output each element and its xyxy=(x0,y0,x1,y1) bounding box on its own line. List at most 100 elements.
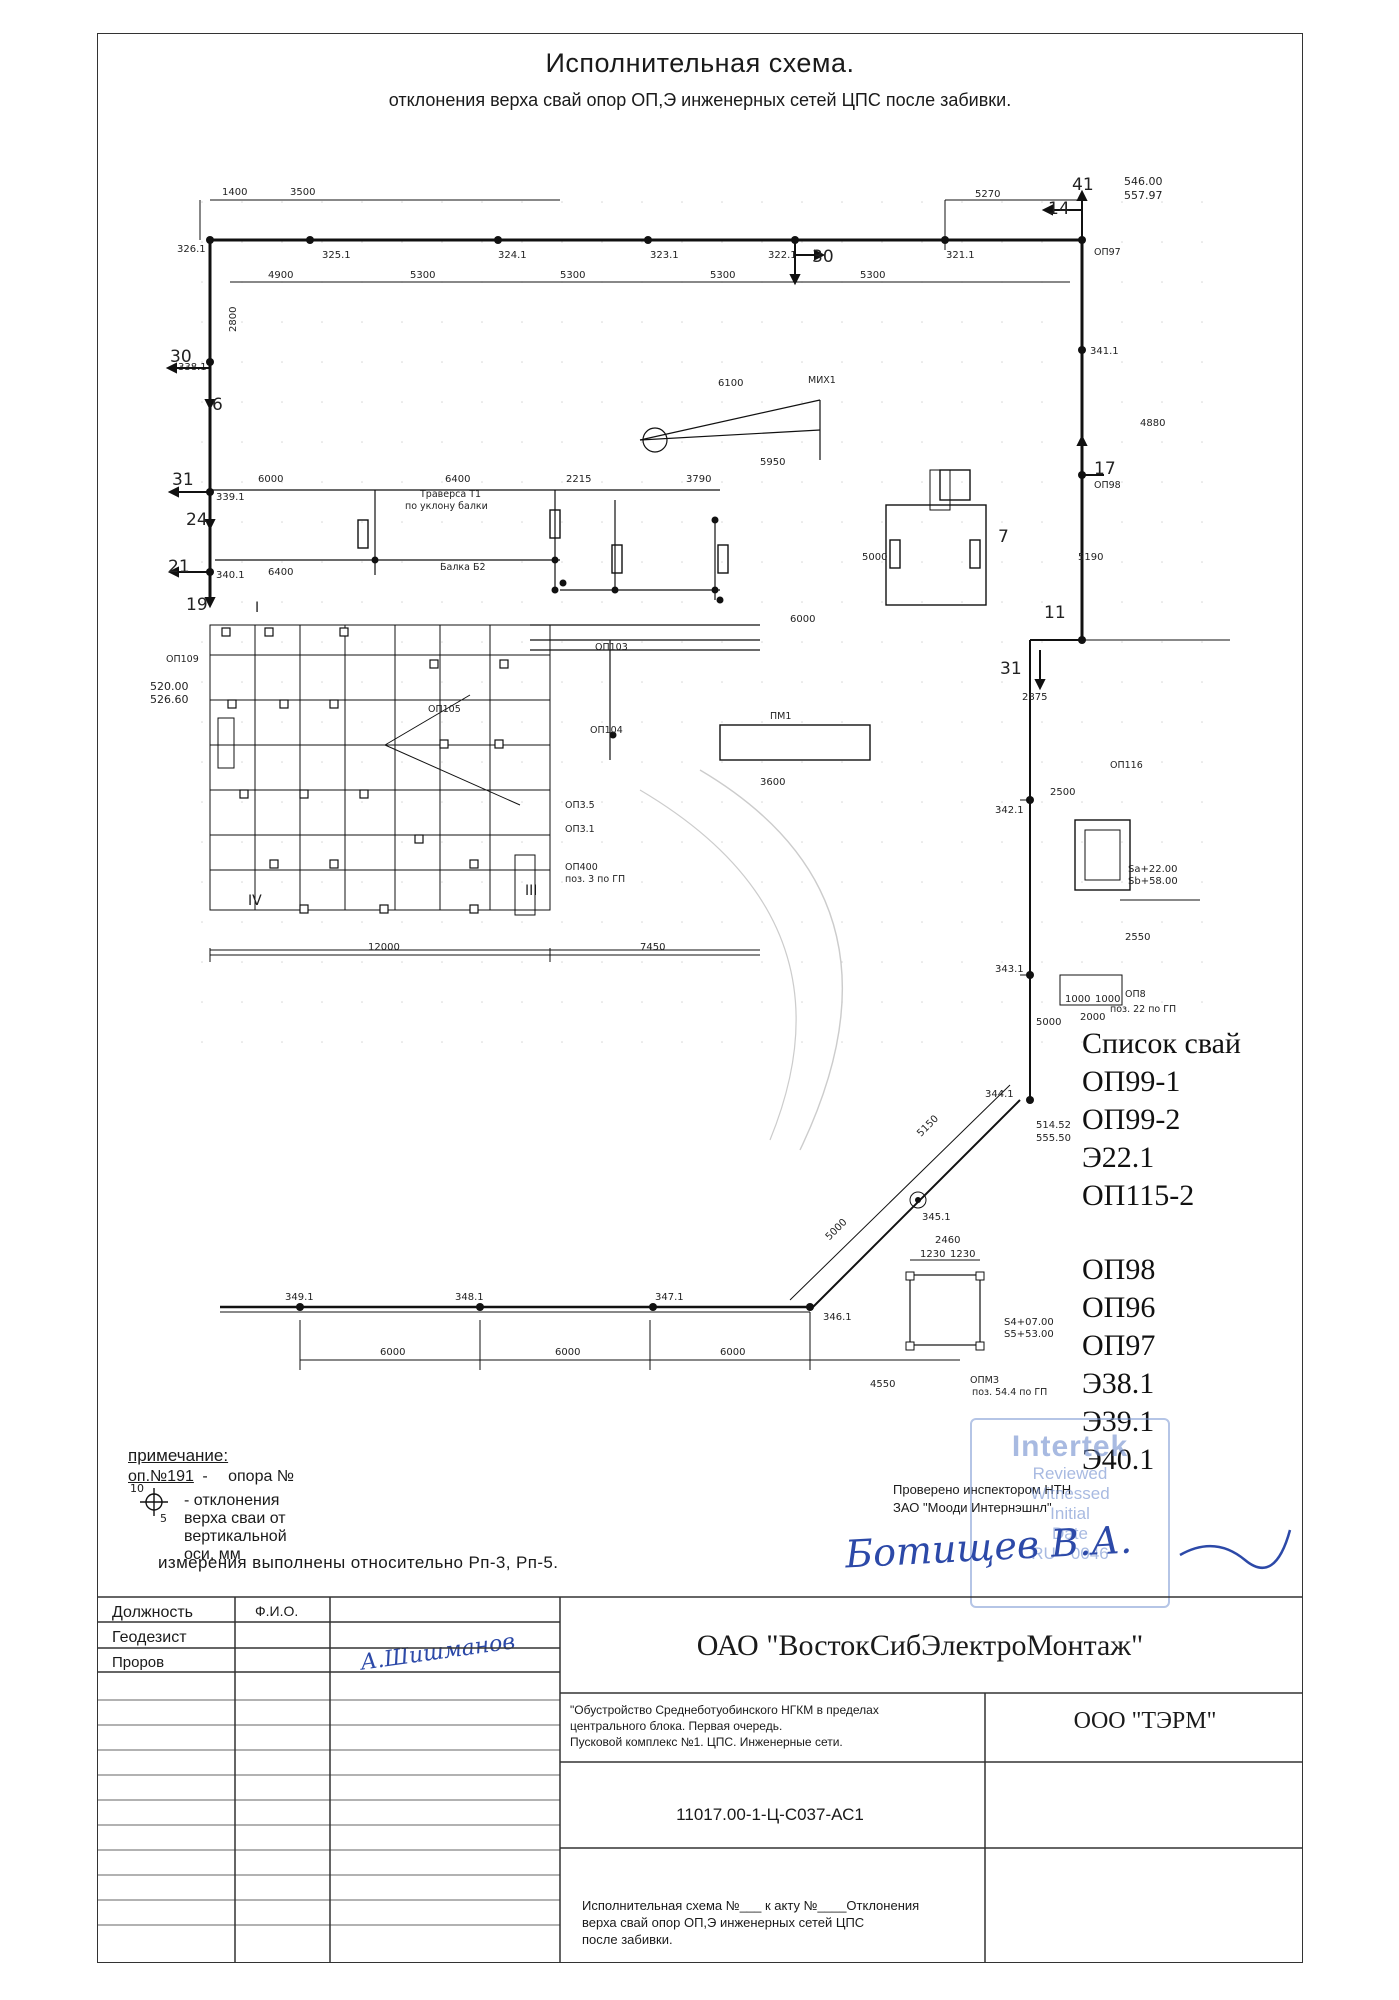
pile-label: 326.1 xyxy=(177,244,206,255)
dim-label: 2800 xyxy=(228,307,239,332)
pile-list-heading: Список свай xyxy=(1082,1027,1241,1060)
dim-label: 4900 xyxy=(268,270,293,281)
pile-item: ОП99-1 xyxy=(1082,1065,1181,1098)
signature-flourish xyxy=(1179,1529,1292,1570)
project-line: Пусковой комплекс №1. ЦПС. Инженерные се… xyxy=(570,1735,843,1749)
elevation-mark: 514.52 xyxy=(1036,1120,1071,1131)
dim-label: 4880 xyxy=(1140,418,1165,429)
dim-label: 5000 xyxy=(862,552,887,563)
dim-label: 6100 xyxy=(718,378,743,389)
dim-label: 3790 xyxy=(686,474,711,485)
deviation-number: 19 xyxy=(186,595,208,615)
firm-name: ООО "ТЭРМ" xyxy=(1073,1708,1217,1734)
structure-label: ОП3.5 xyxy=(565,800,595,811)
dim-label: 1400 xyxy=(222,187,247,198)
desc-line: верха свай опор ОП,Э инженерных сетей ЦП… xyxy=(582,1915,865,1930)
deviation-number: 21 xyxy=(168,557,190,577)
pile-label: 343.1 xyxy=(995,964,1024,975)
elevation-mark: S5+53.00 xyxy=(1004,1329,1054,1340)
elevation-mark: 555.50 xyxy=(1036,1133,1071,1144)
structure-label: поз. 54.4 по ГП xyxy=(972,1387,1047,1398)
dim-label: 5300 xyxy=(860,270,885,281)
elevation-mark: 546.00 xyxy=(1124,175,1163,188)
desc-line: Исполнительная схема №___ к акту №____От… xyxy=(582,1898,920,1913)
deviation-number: 14 xyxy=(1048,199,1070,219)
legend-note: примечание: оп.№191 - опора № 10 5 - отк… xyxy=(128,1446,294,1563)
elevation-mark: 557.97 xyxy=(1124,189,1163,202)
pile-label: 340.1 xyxy=(216,570,245,581)
dim-label: 2215 xyxy=(566,474,591,485)
title-block-name-header: Ф.И.О. xyxy=(255,1603,299,1619)
inspector-note: Проверено инспектором НТН ЗАО "Мооди Инт… xyxy=(893,1481,1071,1517)
schema-description: Исполнительная схема №___ к акту №____От… xyxy=(582,1897,1002,1948)
structure-label: поз. 3 по ГП xyxy=(565,874,625,885)
elevation-mark: Sa+22.00 xyxy=(1128,864,1177,875)
dim-label: 2460 xyxy=(935,1235,960,1246)
structure-label: ОПМЗ xyxy=(970,1375,999,1386)
structure-label: Балка Б2 xyxy=(440,562,486,573)
deviation-symbol-top: 10 xyxy=(130,1482,144,1495)
pile-item: ОП98 xyxy=(1082,1253,1156,1286)
pile-label: 321.1 xyxy=(946,250,975,261)
deviation-number: 31 xyxy=(172,470,194,490)
dim-label: 6000 xyxy=(380,1347,405,1358)
pile-label: 345.1 xyxy=(922,1212,951,1223)
dim-label: 5190 xyxy=(1078,552,1103,563)
stamp-line: Initial xyxy=(1050,1504,1090,1523)
pile-label: 339.1 xyxy=(216,492,245,503)
dim-label: 3500 xyxy=(290,187,315,198)
stamp-line: Date xyxy=(1052,1524,1088,1543)
pile-item: ОП99-2 xyxy=(1082,1103,1181,1136)
dim-label: 6400 xyxy=(268,567,293,578)
drawing-subtitle: отклонения верха свай опор ОП,Э инженерн… xyxy=(388,90,1012,110)
pile-label: 344.1 xyxy=(985,1089,1014,1100)
pile-label: 325.1 xyxy=(322,250,351,261)
drawing-frame xyxy=(97,33,1303,1963)
note-pile-example: оп.№191 xyxy=(128,1468,194,1485)
note-support-text: опора № xyxy=(228,1468,294,1485)
project-line: "Обустройство Среднеботуобинского НГКМ в… xyxy=(570,1703,879,1717)
inspector-line-1: Проверено инспектором НТН xyxy=(893,1482,1072,1497)
title-block-position-header: Должность xyxy=(112,1604,193,1621)
dim-label: 6000 xyxy=(258,474,283,485)
dim-label: 1000 xyxy=(1095,994,1120,1005)
zone-label: III xyxy=(525,883,537,899)
drawing-title: Исполнительная схема. xyxy=(545,48,855,78)
pile-label: 349.1 xyxy=(285,1292,314,1303)
dim-label: 3600 xyxy=(760,777,785,788)
dim-label: 1000 xyxy=(1065,994,1090,1005)
dim-label: 1230 xyxy=(950,1249,975,1260)
desc-line: после забивки. xyxy=(582,1932,673,1947)
dim-label: 1230 xyxy=(920,1249,945,1260)
structure-label: ОП400 xyxy=(565,862,598,873)
pile-item: Э22.1 xyxy=(1082,1141,1155,1174)
structure-label: ПМ1 xyxy=(770,711,791,722)
structure-label: ОП8 xyxy=(1125,989,1146,1000)
elevation-mark: S4+07.00 xyxy=(1004,1317,1054,1328)
deviation-number: 41 xyxy=(1072,175,1094,195)
zone-label: IV xyxy=(248,893,262,909)
contractor-name: ОАО "ВостокСибЭлектроМонтаж" xyxy=(696,1629,1144,1662)
zone-label: I xyxy=(255,600,259,616)
dim-label: 2000 xyxy=(1080,1012,1105,1023)
dim-label: 5300 xyxy=(710,270,735,281)
dim-label: 5300 xyxy=(560,270,585,281)
structure-label: Траверса Т1 xyxy=(419,489,481,500)
structure-label: ОП116 xyxy=(1110,760,1143,771)
structure-label: ОП104 xyxy=(590,725,623,736)
elevation-mark: Sb+58.00 xyxy=(1128,876,1178,887)
structure-label: ОП97 xyxy=(1094,247,1121,258)
pile-label: 322.1 xyxy=(768,250,797,261)
deviation-symbol-icon xyxy=(140,1488,168,1516)
structure-label: ОП103 xyxy=(595,642,628,653)
deviation-number: 24 xyxy=(186,510,208,530)
pile-list: Список свай ОП99-1 ОП99-2 Э22.1 ОП115-2 … xyxy=(1082,1025,1241,1479)
dim-label: 12000 xyxy=(368,942,400,953)
pile-label: 341.1 xyxy=(1090,346,1119,357)
title-block-checked: Проров xyxy=(112,1654,165,1671)
stamp-brand: Intertek xyxy=(1011,1430,1129,1463)
pile-item: Э40.1 xyxy=(1082,1443,1155,1476)
pile-label: 347.1 xyxy=(655,1292,684,1303)
